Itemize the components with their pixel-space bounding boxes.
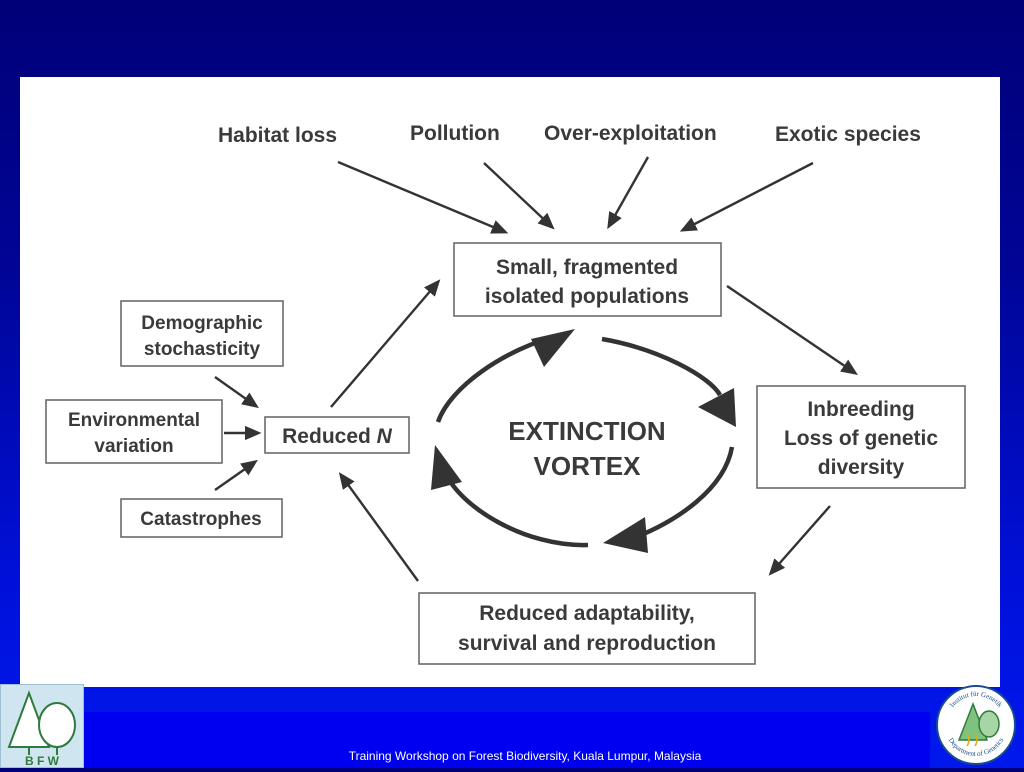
- svg-text:isolated populations: isolated populations: [485, 285, 689, 308]
- svg-text:Inbreeding: Inbreeding: [807, 398, 914, 421]
- arrow-populations-to-inbreeding: [726, 285, 858, 376]
- arrow-inbreeding-to-adaptability: [768, 505, 831, 576]
- svg-text:Reduced N: Reduced N: [282, 425, 393, 448]
- footer-text: Training Workshop on Forest Biodiversity…: [348, 749, 702, 763]
- svg-text:Reduced adaptability,: Reduced adaptability,: [479, 602, 695, 625]
- svg-text:survival and reproduction: survival and reproduction: [458, 632, 716, 655]
- department-of-genetics-logo: Institut für Genetik Department of Genet…: [935, 684, 1017, 766]
- box-catastrophes: Catastrophes: [120, 498, 283, 538]
- cause-exotic-species: Exotic species: [775, 123, 921, 146]
- box-reduced-adaptability: Reduced adaptability, survival and repro…: [418, 592, 756, 665]
- vortex-label-line1: EXTINCTION: [508, 416, 665, 446]
- extinction-vortex-diagram: Habitat loss Pollution Over-exploitation…: [45, 122, 966, 665]
- svg-text:diversity: diversity: [818, 456, 905, 479]
- arrow-pollution: [483, 162, 555, 230]
- cause-habitat-loss: Habitat loss: [218, 124, 337, 147]
- svg-text:Loss of genetic: Loss of genetic: [784, 427, 938, 450]
- vortex-label-line2: VORTEX: [534, 451, 642, 481]
- arrow-habitat-loss: [337, 160, 509, 234]
- arrow-adaptability-to-reduced-n: [338, 472, 419, 582]
- arrow-reduced-n-to-populations: [330, 279, 441, 408]
- box-reduced-n: Reduced N: [264, 416, 410, 454]
- box-inbreeding: Inbreeding Loss of genetic diversity: [756, 385, 966, 489]
- box-small-fragmented-populations: Small, fragmented isolated populations: [453, 242, 722, 317]
- arrow-exotic-species: [679, 161, 814, 232]
- svg-text:B F W: B F W: [25, 754, 60, 767]
- cause-pollution: Pollution: [410, 122, 500, 145]
- extinction-vortex-cycle: EXTINCTION VORTEX: [431, 329, 736, 553]
- footer-bar: [0, 712, 930, 768]
- svg-text:Catastrophes: Catastrophes: [140, 509, 261, 530]
- bfw-logo: B F W: [0, 684, 84, 768]
- arrow-catastrophes: [214, 459, 258, 491]
- arrow-demographic: [214, 376, 259, 409]
- svg-text:Small, fragmented: Small, fragmented: [496, 256, 678, 279]
- arrow-over-exploitation: [607, 156, 650, 230]
- svg-text:variation: variation: [94, 436, 173, 457]
- box-demographic-stochasticity: Demographic stochasticity: [120, 300, 284, 367]
- diagram-panel: Habitat loss Pollution Over-exploitation…: [20, 77, 1000, 687]
- svg-text:stochasticity: stochasticity: [144, 339, 261, 360]
- svg-text:Environmental: Environmental: [68, 410, 200, 431]
- cause-over-exploitation: Over-exploitation: [544, 122, 717, 145]
- box-environmental-variation: Environmental variation: [45, 399, 223, 464]
- svg-text:Demographic: Demographic: [141, 313, 263, 334]
